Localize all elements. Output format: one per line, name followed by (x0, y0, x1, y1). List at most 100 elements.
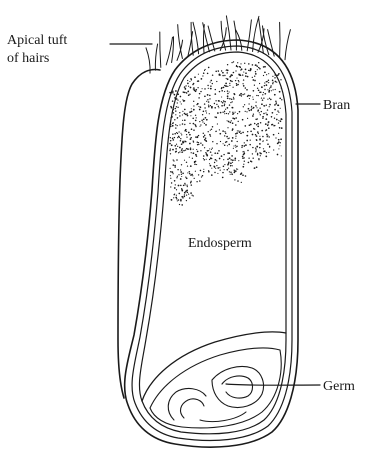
stipple-dot (249, 98, 250, 99)
stipple-dot (208, 104, 209, 105)
stipple-dot (186, 92, 188, 94)
stipple-dot (207, 94, 209, 96)
hair-strand (285, 30, 290, 60)
stipple-dot (186, 134, 187, 135)
stipple-dot (280, 79, 281, 80)
stipple-dot (255, 119, 257, 121)
stipple-dot (234, 172, 236, 174)
stipple-dot (177, 200, 178, 201)
stipple-dot (173, 197, 174, 198)
stipple-dot (226, 169, 228, 171)
stipple-dot (226, 141, 227, 142)
stipple-dot (182, 151, 183, 152)
stipple-dot (216, 160, 217, 161)
stipple-dot (173, 160, 174, 161)
stipple-dot (238, 160, 239, 161)
stipple-dot (235, 145, 236, 146)
stipple-dot (255, 134, 256, 135)
stipple-dot (193, 129, 195, 131)
stipple-dot (256, 95, 257, 96)
stipple-dot (230, 102, 231, 103)
stipple-dot (262, 118, 263, 119)
stipple-dot (201, 176, 202, 177)
stipple-dot (252, 147, 253, 148)
stipple-dot (184, 184, 185, 185)
stipple-dot (178, 193, 180, 195)
stipple-dot (174, 97, 176, 99)
stipple-dot (233, 72, 235, 74)
stipple-dot (281, 88, 282, 89)
stipple-dot (193, 123, 195, 125)
stipple-dot (193, 149, 194, 150)
stipple-dot (235, 70, 236, 71)
stipple-dot (215, 89, 216, 90)
stipple-dot (217, 113, 218, 114)
stipple-dot (178, 185, 180, 187)
leader-line-germ (226, 384, 320, 385)
stipple-dot (244, 160, 245, 161)
stipple-dot (220, 112, 222, 114)
stipple-dot (174, 94, 176, 96)
stipple-dot (184, 88, 186, 90)
stipple-dot (179, 147, 181, 149)
stipple-dot (188, 86, 189, 87)
stipple-dot (258, 89, 260, 91)
stipple-dot (186, 200, 187, 201)
stipple-dot (270, 85, 271, 86)
stipple-dot (221, 90, 223, 92)
stipple-dot (224, 135, 225, 136)
stipple-dot (266, 105, 267, 106)
stipple-dot (184, 113, 186, 115)
stipple-dot (279, 97, 281, 99)
stipple-dot (198, 106, 199, 107)
stipple-dot (172, 100, 174, 102)
stipple-dot (205, 137, 206, 138)
hair-strand (247, 20, 251, 51)
stipple-dot (192, 84, 194, 86)
stipple-dot (190, 87, 192, 89)
stipple-dot (174, 166, 175, 167)
stipple-dot (242, 132, 244, 134)
stipple-dot (224, 131, 225, 132)
stipple-dot (235, 147, 236, 148)
stipple-dot (195, 120, 197, 122)
stipple-dot (170, 140, 171, 141)
stipple-dot (257, 118, 258, 119)
stipple-dot (204, 123, 205, 124)
stipple-dot (210, 158, 211, 159)
stipple-dot (242, 166, 244, 168)
stipple-dot (278, 74, 279, 75)
stipple-dot (208, 131, 209, 132)
stipple-dot (232, 165, 233, 166)
stipple-dot (245, 111, 246, 112)
stipple-dot (271, 90, 272, 91)
stipple-dot (189, 123, 190, 124)
stipple-dot (198, 144, 199, 145)
stipple-dot (173, 112, 175, 114)
stipple-dot (191, 194, 192, 195)
stipple-dot (262, 94, 263, 95)
stipple-dot (266, 81, 268, 83)
stipple-dot (256, 135, 258, 137)
stipple-dot (279, 145, 280, 146)
stipple-dot (232, 112, 233, 113)
stipple-dot (255, 73, 257, 75)
stipple-dot (202, 144, 204, 146)
stipple-dot (235, 133, 237, 135)
stipple-dot (254, 167, 256, 169)
stipple-dot (197, 151, 199, 153)
stipple-dot (242, 94, 244, 96)
stipple-dot (281, 118, 283, 120)
stipple-dot (192, 118, 194, 120)
stipple-dot (260, 114, 261, 115)
stipple-dot (221, 101, 222, 102)
stipple-dot (236, 84, 238, 86)
stipple-dot (257, 126, 259, 128)
stipple-dot (210, 82, 211, 83)
stipple-dot (199, 180, 201, 182)
stipple-dot (227, 127, 228, 128)
stipple-dot (223, 143, 224, 144)
stipple-dot (198, 174, 199, 175)
stipple-dot (227, 97, 229, 99)
stipple-dot (242, 157, 244, 159)
